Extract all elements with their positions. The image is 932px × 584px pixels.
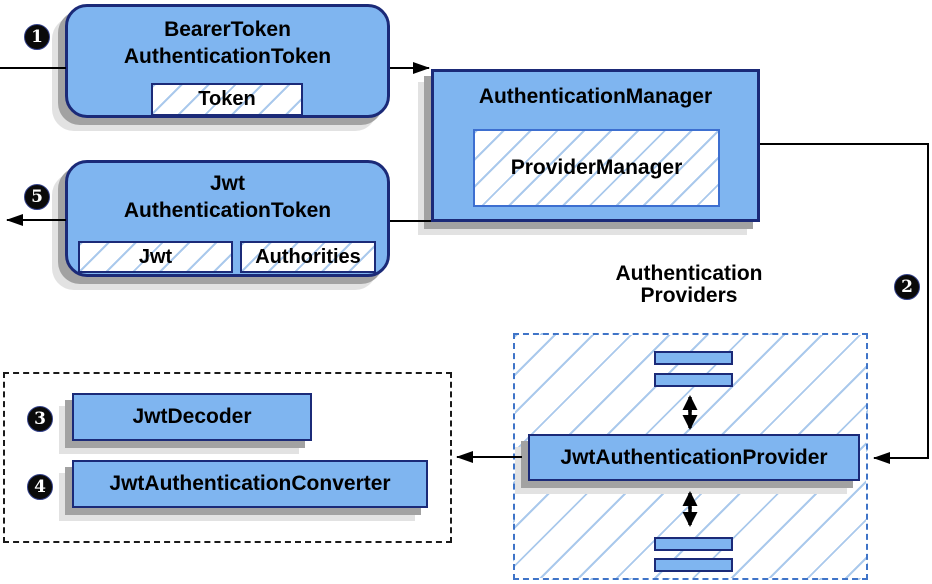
step-2-number: 2 (901, 276, 913, 297)
step-4-badge: 4 (27, 474, 53, 500)
step-5-number: 5 (31, 186, 43, 207)
jwt-authentication-provider-node: JwtAuthenticationProvider (528, 434, 860, 481)
jwt-authentication-converter-label: JwtAuthenticationConverter (109, 472, 391, 495)
jwt-decoder-node: JwtDecoder (72, 393, 312, 441)
jwt-decoder-label: JwtDecoder (132, 405, 252, 428)
authorities-chip-label: Authorities (255, 245, 361, 268)
step-2-badge: 2 (894, 274, 920, 300)
jwt-authentication-provider-label: JwtAuthenticationProvider (560, 445, 828, 469)
token-chip-label: Token (198, 88, 256, 110)
authentication-providers-label-line2: Providers (640, 284, 738, 307)
provider-manager-chip: ProviderManager (473, 129, 720, 207)
authentication-providers-label: Authentication Providers (564, 263, 814, 307)
jwt-chip-label: Jwt (138, 245, 173, 268)
authentication-manager-node: AuthenticationManager ProviderManager (431, 69, 760, 222)
authorities-chip: Authorities (240, 241, 376, 273)
provider-placeholder-bar (654, 558, 733, 572)
bearer-token-title-line1: BearerToken (164, 18, 291, 41)
jwt-token-title-line1: Jwt (209, 172, 245, 195)
step-4-number: 4 (34, 476, 46, 497)
step-3-number: 3 (34, 408, 46, 429)
jwt-chip: Jwt (78, 241, 233, 273)
bearer-token-authentication-token-node: BearerToken AuthenticationToken Token (65, 4, 390, 118)
provider-placeholder-bar (654, 351, 733, 365)
step-3-badge: 3 (27, 406, 53, 432)
token-chip: Token (151, 83, 303, 116)
bearer-token-title-line2: AuthenticationToken (123, 45, 332, 68)
provider-placeholder-bar (654, 373, 733, 387)
step-1-badge: 1 (24, 24, 50, 50)
authentication-providers-label-line1: Authentication (615, 262, 763, 285)
jwt-authentication-token-node: Jwt AuthenticationToken Jwt Authorities (65, 160, 390, 277)
authentication-manager-title: AuthenticationManager (478, 85, 713, 108)
jwt-tools-container (3, 372, 452, 543)
provider-placeholder-bar (654, 537, 733, 551)
jwt-token-title-line2: AuthenticationToken (123, 199, 332, 222)
provider-manager-chip-label: ProviderManager (510, 156, 683, 179)
step-1-number: 1 (31, 26, 43, 47)
jwt-authentication-converter-node: JwtAuthenticationConverter (72, 460, 428, 508)
step-5-badge: 5 (24, 184, 50, 210)
